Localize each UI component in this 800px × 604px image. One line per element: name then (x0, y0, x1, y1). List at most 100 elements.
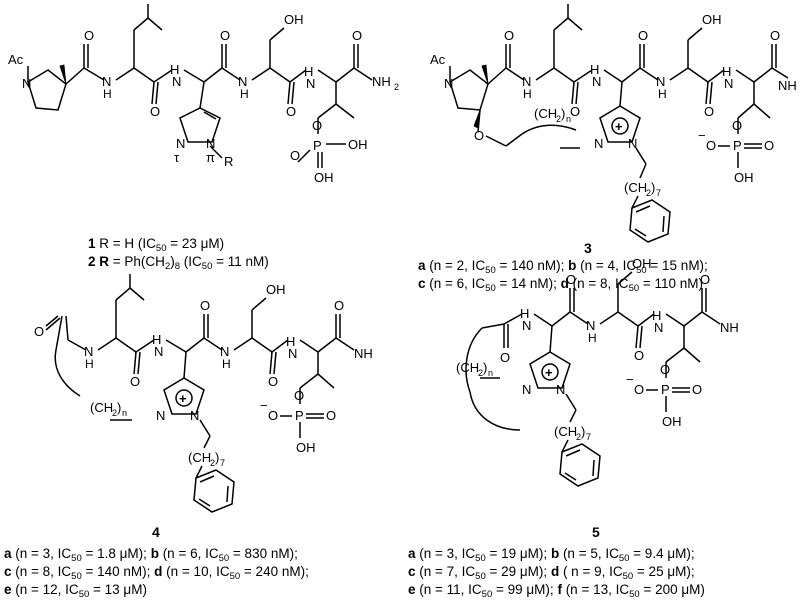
atom-h: H (286, 334, 295, 349)
atom-n: N (306, 76, 315, 91)
atom-n: N (628, 136, 637, 151)
atom-n: N (522, 74, 531, 89)
atom-h: H (590, 62, 599, 77)
atom-o: O (704, 104, 714, 119)
compound-1-atom-labels: Ac N O N H O H N O N H OH O H N O NH 2 O… (8, 12, 399, 185)
caption-compound-3-line-2: c (n = 6, IC50 = 14 nM); d (n = 8, IC50 … (418, 276, 704, 294)
atom-h: H (304, 64, 313, 79)
caption-compound-5-line-2: c (n = 7, IC50 = 29 μM); d ( n = 9, IC50… (408, 564, 695, 582)
compound-3-atom-labels: Ac N O N H O H N O N H OH O H N O NH O P… (430, 12, 797, 198)
compound-3-number: 3 (584, 240, 592, 256)
atom-h: H (222, 357, 231, 371)
atom-oh: OH (296, 440, 316, 455)
compound-5-number: 5 (592, 524, 600, 540)
chain-index-7: 7 (656, 188, 661, 198)
chain-ch2-n-close: ) (117, 400, 121, 415)
atom-oh: OH (734, 170, 754, 185)
chain-ch2-7: (CH (188, 450, 211, 465)
atom-oh: OH (348, 137, 368, 152)
atom-h: H (588, 331, 597, 345)
atom-n: N (444, 76, 453, 91)
atom-nh2-subscript: 2 (394, 82, 399, 92)
atom-r: R (224, 154, 233, 169)
atom-oh: OH (266, 282, 286, 297)
atom-oh: OH (284, 12, 304, 27)
atom-o: O (130, 374, 140, 389)
caption-compound-4-line-2: c (n = 8, IC50 = 140 nM); d (n = 10, IC5… (4, 564, 309, 582)
caption-compound-3-line-1: a (n = 2, IC50 = 140 nM); b (n = 4, IC50… (418, 258, 708, 276)
compound-4-number: 4 (152, 524, 160, 540)
atom-o: O (770, 28, 780, 43)
chain-ch2-n-sub: 2 (556, 114, 561, 124)
chain-ch2-7-sub: 2 (210, 458, 215, 468)
atom-o: O (504, 28, 514, 43)
atom-o: O (334, 298, 344, 313)
chain-index-7: 7 (220, 458, 225, 468)
atom-o: O (500, 350, 510, 365)
atom-o: O (312, 118, 322, 133)
atom-n: N (656, 74, 665, 89)
chain-ch2-n: (CH (456, 360, 479, 375)
atom-n: N (156, 408, 165, 423)
atom-nh2: NH (354, 346, 373, 361)
compound-5-atom-labels: O H N O N H OH O H N O NH O P O OH O − N… (456, 256, 739, 442)
atom-h: H (652, 308, 661, 323)
compound-3-structure (449, 4, 789, 243)
charge-minus: − (698, 128, 706, 143)
chain-index-n: n (122, 408, 127, 418)
atom-n: N (220, 344, 229, 359)
atom-p: P (313, 138, 322, 153)
atom-o: O (150, 104, 160, 119)
atom-o: O (268, 408, 278, 423)
chain-ch2-7-close: ) (651, 180, 655, 195)
atom-h: H (152, 332, 161, 347)
atom-nh2: NH (778, 78, 797, 93)
chain-index-n: n (566, 114, 571, 124)
atom-n: N (288, 346, 297, 361)
atom-o: O (764, 138, 774, 153)
atom-o: O (566, 272, 576, 287)
atom-ac: Ac (430, 52, 446, 67)
atom-oh: OH (702, 12, 722, 27)
caption-compound-2: 2 R = Ph(CH2)8 (IC50 = 11 nM) (88, 254, 269, 272)
atom-o: O (570, 104, 580, 119)
atom-n: N (522, 318, 531, 333)
charge-plus: + (179, 391, 187, 406)
atom-n: N (172, 74, 181, 89)
atom-o: O (294, 388, 304, 403)
atom-n: N (654, 320, 663, 335)
label-pi: π (206, 150, 215, 165)
atom-oh: OH (314, 170, 334, 185)
caption-compound-5-line-1: a (n = 3, IC50 = 19 μM); b (n = 5, IC50 … (408, 546, 695, 564)
atom-h: H (103, 87, 112, 101)
atom-n: N (176, 136, 185, 151)
atom-o: O (634, 382, 644, 397)
atom-o: O (474, 128, 484, 143)
caption-compound-4-line-1: a (n = 3, IC50 = 1.8 μM); b (n = 6, IC50… (4, 546, 298, 564)
atom-o: O (352, 28, 362, 43)
chain-ch2-n: (CH (90, 400, 113, 415)
atom-o: O (200, 298, 210, 313)
chain-ch2-n-close: ) (483, 360, 487, 375)
atom-o: O (268, 374, 278, 389)
atom-n: N (102, 74, 111, 89)
atom-o: O (692, 382, 702, 397)
atom-n: N (594, 136, 603, 151)
atom-n: N (592, 74, 601, 89)
atom-h: H (520, 306, 529, 321)
chain-ch2-7: (CH (554, 424, 577, 439)
chain-ch2-n-close: ) (561, 106, 565, 121)
label-tau: τ (174, 150, 180, 165)
atom-nh2: NH (372, 74, 391, 89)
chain-ch2-7-sub: 2 (576, 432, 581, 442)
charge-plus: + (545, 365, 553, 380)
atom-ac: Ac (8, 52, 24, 67)
compound-5-structure (465, 271, 721, 487)
atom-nh2: NH (720, 320, 739, 335)
atom-n: N (22, 76, 31, 91)
atom-o: O (290, 148, 300, 163)
atom-n: N (238, 74, 247, 89)
atom-h: H (85, 357, 94, 371)
atom-p: P (733, 138, 742, 153)
